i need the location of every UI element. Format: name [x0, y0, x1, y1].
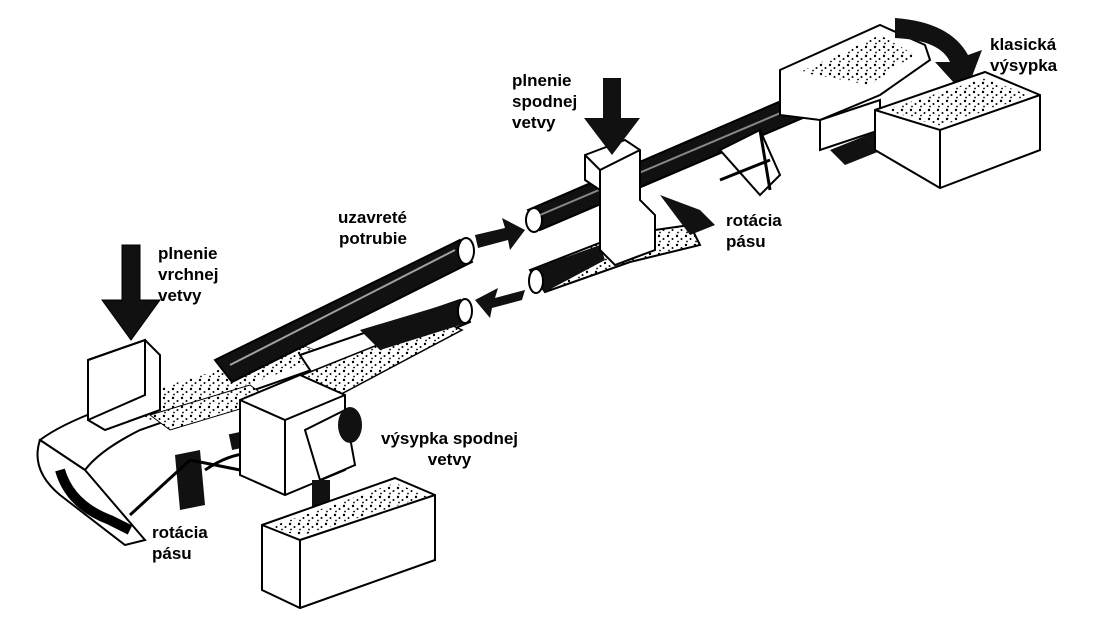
- label-bottom-fill: plnenie spodnej vetvy: [512, 70, 577, 133]
- open-belt-right: [779, 23, 932, 165]
- flow-arrow-forward: [475, 218, 525, 250]
- flow-arrow-backward: [475, 288, 525, 318]
- lower-pipe-left: [288, 298, 473, 401]
- label-bottom-fill-line2: spodnej: [512, 92, 578, 111]
- classic-discharge-arrow: [895, 18, 982, 95]
- label-closed-pipe: uzavreté potrubie: [338, 207, 407, 249]
- label-bottom-discharge-line2: vetvy: [427, 450, 472, 469]
- label-bottom-discharge-line1: výsypka spodnej: [381, 429, 519, 448]
- label-top-fill-line2: vrchnej: [158, 265, 219, 284]
- label-belt-rotation-right-line1: rotácia: [726, 211, 782, 230]
- label-belt-rotation-left-line2: pásu: [152, 544, 192, 563]
- label-bottom-fill-line1: plnenie: [512, 71, 572, 90]
- label-classic-discharge-line1: klasická: [990, 35, 1057, 54]
- upper-pipe-left: [213, 237, 475, 384]
- label-bottom-fill-line3: vetvy: [512, 113, 556, 132]
- label-top-fill-line1: plnenie: [158, 244, 218, 263]
- label-belt-rotation-left-line1: rotácia: [152, 523, 208, 542]
- classic-discharge-bin: [874, 70, 1041, 190]
- label-closed-pipe-line2: potrubie: [338, 229, 407, 248]
- label-closed-pipe-line1: uzavreté: [338, 208, 407, 227]
- label-belt-rotation-right: rotácia pásu: [726, 210, 782, 252]
- bottom-fill-arrow: [584, 78, 640, 155]
- bottom-discharge-housing: [239, 373, 362, 497]
- right-roller-assembly: [660, 128, 782, 235]
- label-belt-rotation-left: rotácia pásu: [152, 522, 208, 564]
- label-top-fill-line3: vetvy: [158, 286, 202, 305]
- top-fill-arrow: [101, 244, 161, 341]
- bottom-discharge-bin: [261, 476, 436, 610]
- label-classic-discharge: klasická výsypka: [990, 34, 1057, 76]
- label-classic-discharge-line2: výsypka: [990, 56, 1058, 75]
- label-top-fill: plnenie vrchnej vetvy: [158, 243, 218, 306]
- label-belt-rotation-right-line2: pásu: [726, 232, 766, 251]
- top-fill-hopper: [87, 338, 272, 432]
- bottom-fill-hopper: [584, 138, 656, 267]
- label-bottom-discharge: výsypka spodnej vetvy: [381, 428, 518, 470]
